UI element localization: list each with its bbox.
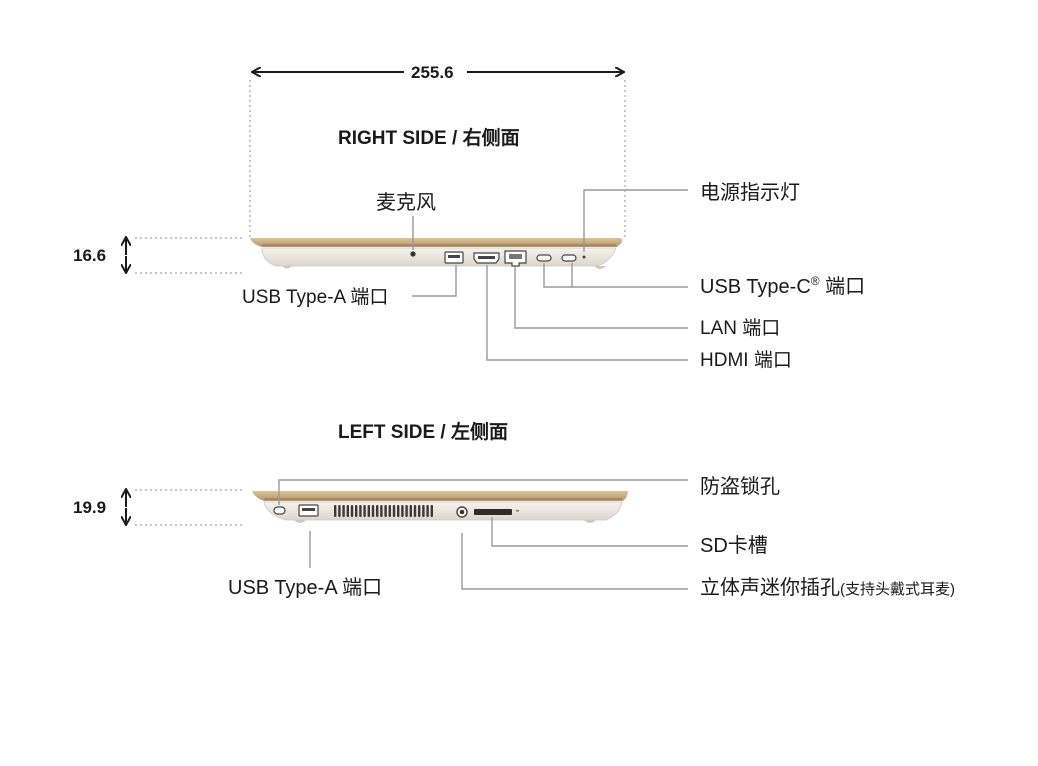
audio-jack-label: 立体声迷你插孔(支持头戴式耳麦) [700,578,955,598]
vent-slot [371,505,375,517]
width-dimension [249,72,626,238]
usb-c-port [536,254,552,262]
sd-card-slot [474,509,512,515]
left-height-value: 19.9 [73,498,107,517]
vent-slot [359,505,362,517]
security-lock-slot [273,506,286,515]
hdmi-leader [486,265,688,361]
right-side-laptop [250,238,623,269]
vent-slot [367,505,370,517]
usb-c-leader [543,263,688,288]
vent-slot [342,505,345,517]
usb-a-port-tongue [448,255,460,258]
audio-jack-note: (支持头戴式耳麦) [840,581,955,598]
usb-c-label-suffix: 端口 [819,276,866,298]
right-side-leaders [412,189,688,361]
lan-label: LAN 端口 [700,318,781,339]
vent-slot [401,505,404,517]
vent-slot [409,505,412,517]
vent-slot [363,505,366,517]
vent-slot [388,505,391,517]
right-side-title: RIGHT SIDE / 右侧面 [338,128,520,149]
lan-leader [514,267,688,329]
vent-slot [346,505,349,517]
vent-slot [413,505,417,517]
hdmi-label: HDMI 端口 [700,350,792,371]
vent-slot [430,505,433,517]
right-height-dimension [126,238,245,273]
registered-mark: ® [810,274,820,288]
left-side-title: LEFT SIDE / 左侧面 [338,422,508,443]
security-lock-leader [278,479,688,505]
vent-slot [376,505,379,517]
left-side-foot [584,520,596,523]
vent-slot [350,505,354,517]
vent-slot [380,505,383,517]
vent-slot [334,505,337,517]
audio-jack-hole [459,509,465,515]
right-side-foot [282,266,292,269]
left-side-laptop [252,491,628,523]
usb-c-port [561,254,577,262]
right-height-value: 16.6 [73,246,107,265]
width-dimension-value: 255.6 [411,63,454,82]
right-side-foot [594,266,606,269]
vent-slot [422,505,425,517]
usb-a-right-label: USB Type-A 端口 [242,287,389,308]
vent-slot [355,505,358,517]
usb-a-right-leader [412,265,457,297]
audio-jack-leader [461,533,688,590]
sd-card-mark [516,510,519,512]
microphone-label: 麦克风 [376,192,436,214]
vent-slot [418,505,421,517]
power-indicator-label: 电源指示灯 [700,182,800,204]
left-height-dimension [126,490,245,525]
vent-slot [384,505,387,517]
vent-slot [397,505,400,517]
usb-c-label: USB Type-C® 端口 [700,275,865,297]
vent-slot [426,505,429,517]
vent-slot [338,505,341,517]
vent-slot [405,505,408,517]
lan-port-inner [509,254,522,259]
microphone-hole [410,251,416,257]
audio-jack-label-name: 立体声迷你插孔 [700,577,840,599]
left-side-leaders [278,479,688,590]
left-side-foot [294,520,306,523]
hdmi-port-tongue [478,256,495,259]
right-side-lid [250,238,623,247]
usb-c-label-name: USB Type-C [700,276,811,298]
power-indicator-leader [583,189,688,252]
sd-slot-label: SD卡槽 [700,535,768,557]
power-indicator-led [582,255,586,259]
cooling-vent [334,505,433,517]
left-side-base [263,501,623,521]
usb-a-port-tongue [302,508,315,511]
usb-a-left-label: USB Type-A 端口 [228,577,383,599]
sd-slot-leader [491,517,688,547]
vent-slot [392,505,396,517]
security-lock-label: 防盗锁孔 [700,476,780,498]
